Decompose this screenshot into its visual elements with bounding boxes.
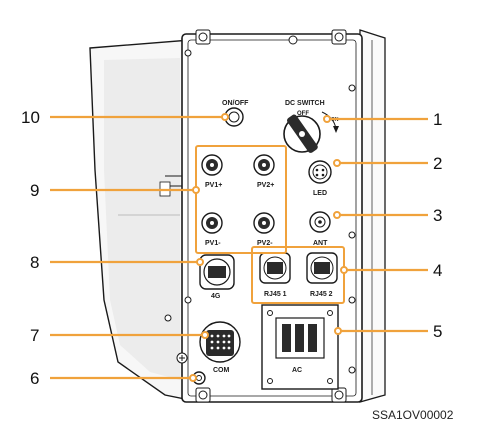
on-off-label: ON/OFF [222,100,249,107]
callout-number: 10 [21,108,40,127]
led-port: LED [308,160,332,197]
pv-port-label: PV1- [205,240,221,247]
dc-switch-title: DC SWITCH [285,100,325,107]
screw [334,390,344,400]
pv-port: PV1+ [201,154,223,189]
com-port: COM [199,321,241,374]
rj45-label: RJ45 1 [264,291,287,298]
ac-terminal: AC [261,304,339,390]
screw [288,35,298,45]
dc-switch: DC SWITCH OFF ON [283,100,339,153]
callout-numbers: 1 2 3 4 5 6 7 8 9 10 [21,108,442,388]
screw [164,314,172,322]
figure-code: SSA1OV00002 [372,408,454,422]
panel-screws [164,32,356,400]
screw [348,231,356,239]
callout-number: 6 [30,369,39,388]
screw [198,390,208,400]
dc-switch-off-label: OFF [297,111,309,117]
callout-lines [50,115,428,380]
callout-number: 2 [433,154,442,173]
ground-terminal [176,352,206,385]
pv-port: PV2- [253,212,275,247]
rj45-label: RJ45 2 [310,291,333,298]
ant-label: ANT [313,240,328,247]
screw [184,296,192,304]
callout-number: 8 [30,253,39,272]
com-label: COM [213,367,230,374]
callout-number: 4 [433,261,442,280]
screw [198,32,208,42]
screw [334,32,344,42]
callout-number: 5 [433,322,442,341]
pv-ports: PV1+ PV2+ PV1- PV2- [201,154,275,247]
4g-label: 4G [211,293,221,300]
led-label: LED [313,190,327,197]
screw [184,49,192,57]
callout-dots [189,113,348,382]
callout-number: 1 [433,110,442,129]
pv-port-label: PV2- [257,240,273,247]
4g-port: 4G [199,254,235,300]
screw [348,366,356,374]
pv-group-highlight [195,145,287,254]
pv-port-label: PV1+ [205,182,222,189]
rj45-port: RJ45 2 [306,252,338,298]
rj45-group-highlight [251,246,345,304]
ac-label: AC [292,367,302,374]
screw [348,296,356,304]
ant-port: ANT [309,211,331,247]
pv-port: PV2+ [253,154,275,189]
screw [348,84,356,92]
rj45-port: RJ45 1 [259,252,291,298]
callout-number: 3 [433,206,442,225]
highlight-boxes [195,145,345,304]
inverter-housing [89,39,191,401]
pv-port: PV1- [201,212,223,247]
callout-number: 9 [30,181,39,200]
rj45-ports: RJ45 1 RJ45 2 [259,252,338,298]
pv-port-label: PV2+ [257,182,274,189]
callout-number: 7 [30,326,39,345]
